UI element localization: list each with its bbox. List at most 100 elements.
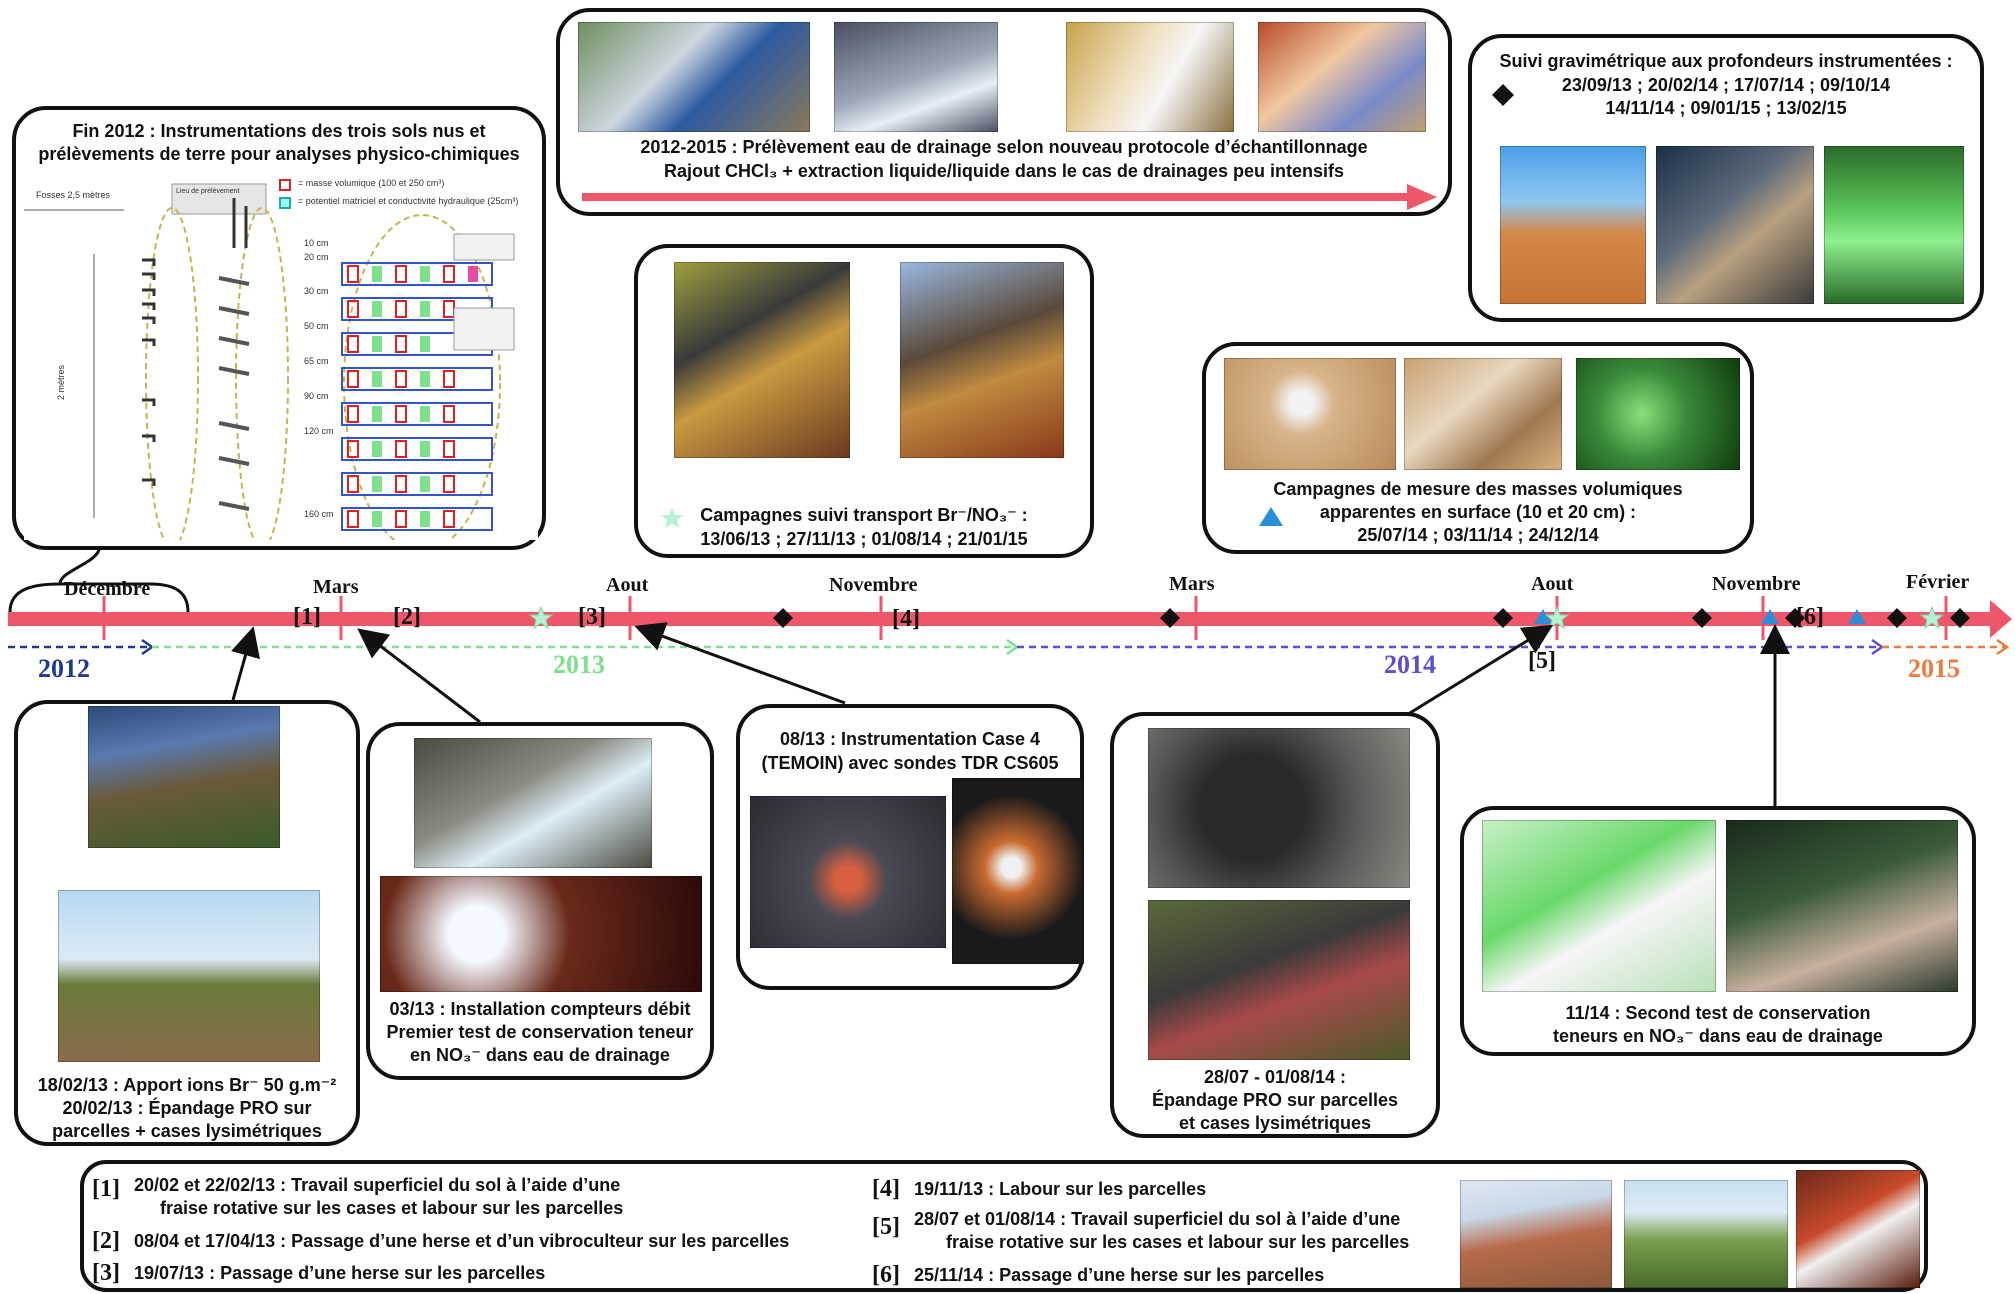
legend-density: = masse volumique (100 et 250 cm³) <box>298 178 445 188</box>
month-label-mars-2014: Mars <box>1169 573 1215 595</box>
legend-num-1: [1] <box>92 1176 120 1202</box>
gravi-line2: 23/09/13 ; 20/02/14 ; 17/07/14 ; 09/10/1… <box>1561 75 1891 95</box>
triangle-icon <box>1259 507 1283 526</box>
photo-field-sampling <box>1500 146 1646 304</box>
depth-label: 160 cm <box>304 509 334 519</box>
depth-label: 10 cm <box>304 238 329 248</box>
photo-sample-bottles <box>380 876 702 992</box>
panel-bromide: 18/02/13 : Apport ions Br⁻ 50 g.m⁻² 20/0… <box>14 700 360 1146</box>
photo-field-application <box>88 706 280 848</box>
panel-legend: [1] 20/02 et 22/02/13 : Travail superfic… <box>80 1160 1928 1292</box>
fin2012-title-line2: prélèvements de terre pour analyses phys… <box>38 144 520 164</box>
photo-density-cylinder <box>1224 358 1396 470</box>
year-label-2015: 2015 <box>1908 654 1960 683</box>
depth-label: 65 cm <box>304 356 329 366</box>
legend-num-4: [4] <box>872 1176 900 1202</box>
photo-drainage-can <box>834 22 998 132</box>
photo-extraction <box>1258 22 1426 132</box>
photo-tdr-probe-1 <box>750 796 946 948</box>
panel-drainage: 2012-2015 : Prélèvement eau de drainage … <box>556 8 1452 216</box>
depth-label: 50 cm <box>304 321 329 331</box>
gravimetric-diamonds <box>773 608 1970 628</box>
panel-second-test: 11/14 : Second test de conservation tene… <box>1460 806 1976 1056</box>
photo-tdr-probe-2 <box>952 778 1084 964</box>
bracket-6: [6] <box>1796 604 1824 630</box>
transport-stars <box>528 605 1945 630</box>
drainage-line2: Rajout CHCl₃ + extraction liquide/liquid… <box>664 161 1344 181</box>
photo-tillage-2 <box>1624 1180 1788 1288</box>
panel-transport: Campagnes suivi transport Br⁻/NO₃⁻ : 13/… <box>634 244 1094 558</box>
photo-freezer-samples <box>1726 820 1958 992</box>
compteurs-line2: Premier test de conservation teneur <box>386 1022 694 1042</box>
case4-line2: (TEMOIN) avec sondes TDR CS605 <box>761 753 1059 773</box>
transport-line1: Campagnes suivi transport Br⁻/NO₃⁻ : <box>700 505 1028 525</box>
legend-text-1b: fraise rotative sur les cases et labour … <box>160 1198 624 1218</box>
epandage-line3: et cases lysimétriques <box>1178 1113 1372 1133</box>
photo-drilling-2 <box>900 262 1064 458</box>
bromure-line1: 18/02/13 : Apport ions Br⁻ 50 g.m⁻² <box>37 1075 337 1095</box>
case4-line1: 08/13 : Instrumentation Case 4 <box>779 729 1041 749</box>
panel-fin-2012: Fin 2012 : Instrumentations des trois so… <box>12 106 546 550</box>
gravi-line1: Suivi gravimétrique aux profondeurs inst… <box>1499 51 1953 71</box>
photo-vehicle-samples <box>1656 146 1814 304</box>
panel-spreading-2014: 28/07 - 01/08/14 : Épandage PRO sur parc… <box>1110 712 1440 1138</box>
epandage-line1: 28/07 - 01/08/14 : <box>1203 1067 1347 1087</box>
month-label-novembre-2014: Novembre <box>1712 573 1801 595</box>
depth-label: 90 cm <box>304 391 329 401</box>
drainage-period-arrow <box>582 184 1437 210</box>
photo-drilling-1 <box>674 262 850 458</box>
bracket-5: [5] <box>1528 648 1556 674</box>
legend-text-2: 08/04 et 17/04/13 : Passage d’une herse … <box>134 1231 790 1251</box>
panel-bulk-density: Campagnes de mesure des masses volumique… <box>1202 342 1754 554</box>
year-label-2014: 2014 <box>1384 650 1436 679</box>
photo-flow-meter <box>414 738 652 868</box>
bromure-line2: 20/02/13 : Épandage PRO sur <box>62 1098 312 1118</box>
gravi-line3: 14/11/14 ; 09/01/15 ; 13/02/15 <box>1605 98 1847 118</box>
legend-num-5: [5] <box>872 1214 900 1240</box>
diamond-icon <box>1492 84 1514 106</box>
second-line2: teneurs en NO₃⁻ dans eau de drainage <box>1553 1026 1883 1046</box>
fosses-label: Fosses 2,5 mètres <box>36 190 111 200</box>
soil-instrumentation-schematic <box>24 168 538 540</box>
panel-flow-meters: 03/13 : Installation compteurs débit Pre… <box>366 722 714 1080</box>
panel-case4-tdr: 08/13 : Instrumentation Case 4 (TEMOIN) … <box>736 704 1084 990</box>
month-label-aout-2014: Aout <box>1531 573 1574 595</box>
legend-text-5a: 28/07 et 01/08/14 : Travail superficiel … <box>914 1209 1401 1229</box>
masses-line3: 25/07/14 ; 03/11/14 ; 24/12/14 <box>1357 525 1599 545</box>
second-line1: 11/14 : Second test de conservation <box>1565 1003 1871 1023</box>
transport-line2: 13/06/13 ; 27/11/13 ; 01/08/14 ; 21/01/1… <box>700 529 1028 549</box>
fin2012-title-line1: Fin 2012 : Instrumentations des trois so… <box>72 121 486 141</box>
photo-tillage-3 <box>1796 1170 1920 1288</box>
year-label-2012: 2012 <box>38 654 90 683</box>
bracket-2: [2] <box>393 604 421 630</box>
depth-label: 120 cm <box>304 426 334 436</box>
legend-text-1a: 20/02 et 22/02/13 : Travail superficiel … <box>134 1175 621 1195</box>
masses-line1: Campagnes de mesure des masses volumique… <box>1273 479 1683 499</box>
density-triangles <box>1534 609 1866 624</box>
masses-line2: apparentes en surface (10 et 20 cm) : <box>1319 502 1637 522</box>
legend-text-6: 25/11/14 : Passage d’une herse sur les p… <box>914 1265 1325 1285</box>
photo-organic-products <box>1148 728 1410 888</box>
legend-num-6: [6] <box>872 1262 900 1288</box>
legend-potential: = potentiel matriciel et conductivité hy… <box>298 196 519 206</box>
bromure-line3: parcelles + cases lysimétriques <box>52 1121 322 1141</box>
photo-tillage-1 <box>1460 1180 1612 1288</box>
photo-density-samples <box>1576 358 1740 470</box>
month-label-fevrier-2015: Février <box>1906 571 1970 593</box>
legend-text-4: 19/11/13 : Labour sur les parcelles <box>914 1179 1207 1199</box>
compteurs-line3: en NO₃⁻ dans eau de drainage <box>410 1045 670 1065</box>
photo-spreading-plots <box>1148 900 1410 1060</box>
bracket-4: [4] <box>892 606 920 632</box>
photo-drainage-station <box>578 22 810 132</box>
legend-text-5b: fraise rotative sur les cases et labour … <box>946 1232 1410 1252</box>
panel-gravimetric: Suivi gravimétrique aux profondeurs inst… <box>1468 34 1984 322</box>
drainage-line1: 2012-2015 : Prélèvement eau de drainage … <box>640 137 1368 157</box>
photo-balance <box>1482 820 1716 992</box>
star-icon <box>661 507 683 528</box>
legend-text-3: 19/07/13 : Passage d’une herse sur les p… <box>134 1263 546 1283</box>
photo-field-workers <box>58 890 320 1062</box>
depth-label: 20 cm <box>304 252 329 262</box>
photo-density-knife <box>1404 358 1562 470</box>
month-label-decembre: Décembre <box>64 578 151 600</box>
photo-oven <box>1824 146 1964 304</box>
